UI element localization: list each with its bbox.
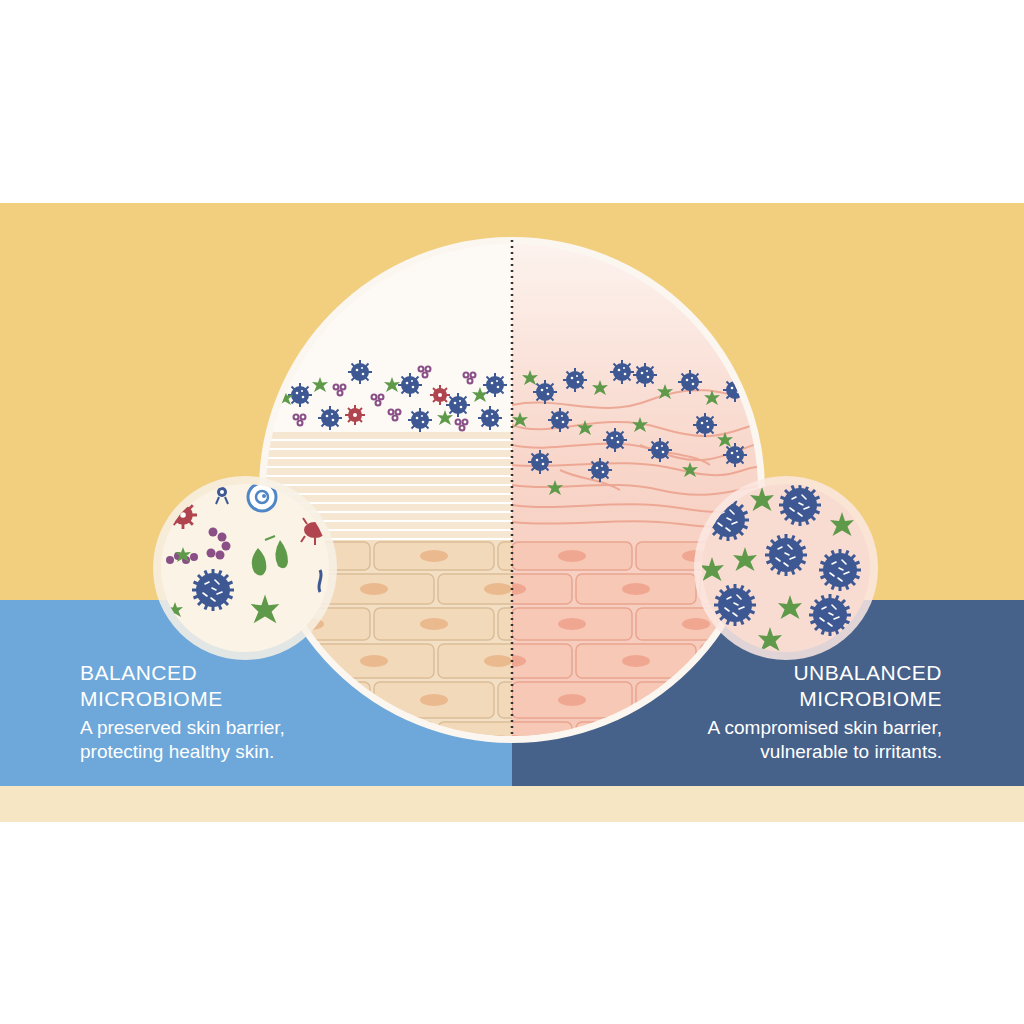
section-heading: BALANCED MICROBIOME [80, 660, 230, 712]
section-description: A preserved skin barrier, protecting hea… [80, 716, 328, 764]
balanced-label: BALANCED MICROBIOMEA preserved skin barr… [74, 656, 334, 768]
unbalanced-label: UNBALANCED MICROBIOMEA compromised skin … [648, 656, 948, 768]
section-heading: UNBALANCED MICROBIOME [772, 660, 942, 712]
section-description: A compromised skin barrier, vulnerable t… [654, 716, 942, 764]
